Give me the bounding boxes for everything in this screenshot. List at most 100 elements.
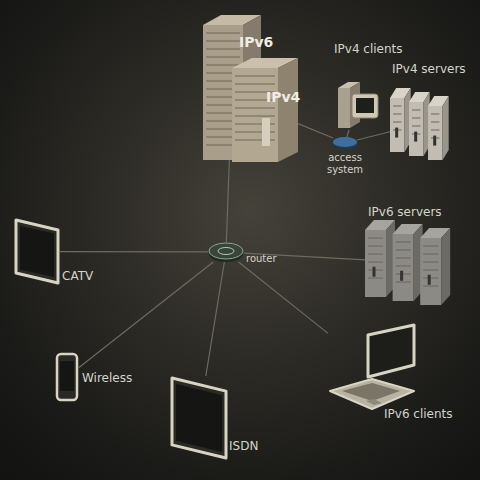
device-label: IPv4 clients: [334, 42, 403, 56]
device-node: Wireless: [55, 352, 79, 402]
network-link: [239, 262, 328, 333]
illustration-part: [172, 378, 226, 458]
illustration-part: [278, 58, 298, 162]
illustration-part: [16, 220, 58, 283]
illustration-part: [441, 228, 450, 305]
illustration-part: [333, 137, 357, 147]
illustration-part: [338, 88, 350, 128]
network-link: [347, 130, 349, 137]
device-label: Wireless: [82, 371, 132, 385]
device-node: router: [208, 242, 244, 262]
illustration-part: [412, 118, 420, 119]
illustration-part: [373, 267, 376, 277]
device-node: IPv6 servers: [365, 220, 455, 305]
illustration-part: [330, 379, 414, 409]
illustration-part: [395, 128, 398, 138]
device-node: IPv6 clients: [328, 325, 416, 412]
illustration-part: [176, 384, 222, 452]
illustration-part: [396, 250, 411, 251]
device-illustration: [232, 58, 298, 162]
illustration-part: [442, 96, 448, 160]
illustration-part: [235, 116, 275, 117]
device-label: IPv4 servers: [392, 62, 466, 76]
illustration-part: [218, 248, 234, 255]
device-illustration: [55, 352, 79, 402]
network-link: [357, 132, 390, 140]
illustration-part: [232, 68, 278, 162]
illustration-part: [235, 84, 275, 85]
device-label: ISDN: [229, 439, 258, 453]
illustration-part: [368, 262, 383, 263]
network-link: [206, 262, 225, 376]
device-illustration: [14, 218, 60, 285]
illustration-part: [393, 122, 401, 123]
illustration-part: [420, 238, 441, 305]
network-link: [298, 124, 333, 138]
device-label: router: [246, 252, 277, 266]
illustration-part: [423, 254, 438, 255]
device-label: IPv6 clients: [384, 407, 453, 421]
illustration-part: [433, 136, 436, 146]
illustration-part: [20, 226, 54, 277]
device-illustration: [390, 88, 452, 160]
illustration-part: [390, 88, 411, 152]
device-label: access system: [323, 152, 367, 176]
illustration-part: [60, 361, 74, 391]
illustration-part: [396, 242, 411, 243]
illustration-part: [206, 65, 240, 66]
illustration-part: [368, 278, 383, 279]
illustration-part: [393, 234, 414, 301]
illustration-part: [235, 108, 275, 109]
illustration-part: [206, 33, 240, 34]
illustration-part: [393, 224, 423, 301]
illustration-part: [390, 98, 404, 152]
illustration-part: [235, 76, 275, 77]
illustration-part: [431, 122, 439, 123]
device-label: IPv6 servers: [368, 205, 442, 219]
illustration-part: [356, 98, 374, 113]
illustration-part: [396, 266, 411, 267]
illustration-part: [431, 130, 439, 131]
illustration-part: [400, 271, 403, 281]
illustration-part: [342, 383, 400, 401]
illustration-part: [209, 243, 243, 259]
illustration-part: [368, 238, 383, 239]
network-link: [79, 262, 213, 368]
illustration-part: [262, 118, 270, 146]
illustration-part: [423, 270, 438, 271]
illustration-part: [428, 275, 431, 285]
illustration-part: [396, 258, 411, 259]
device-node: CATV: [14, 218, 60, 285]
illustration-part: [423, 286, 438, 287]
device-illustration: [170, 376, 228, 460]
illustration-part: [396, 282, 411, 283]
illustration-part: [409, 102, 423, 156]
illustration-part: [414, 132, 417, 142]
illustration-part: [428, 106, 442, 160]
device-node: IPv4 servers: [390, 88, 452, 160]
device-illustration: [365, 220, 455, 305]
illustration-part: [366, 399, 382, 405]
illustration-part: [423, 262, 438, 263]
device-illustration: [328, 325, 416, 412]
illustration-part: [393, 106, 401, 107]
illustration-part: [409, 92, 430, 156]
device-illustration: [208, 242, 244, 262]
device-label: IPv6: [239, 35, 273, 49]
illustration-part: [412, 126, 420, 127]
illustration-part: [206, 49, 240, 50]
illustration-part: [368, 246, 383, 247]
illustration-part: [365, 220, 395, 297]
illustration-part: [412, 110, 420, 111]
network-link: [226, 160, 229, 242]
device-illustration: [334, 78, 380, 130]
device-node: IPv4 clients: [334, 78, 380, 130]
illustration-part: [206, 41, 240, 42]
illustration-part: [428, 96, 449, 160]
illustration-part: [368, 325, 414, 377]
illustration-part: [352, 94, 378, 118]
illustration-part: [423, 278, 438, 279]
illustration-part: [206, 57, 240, 58]
